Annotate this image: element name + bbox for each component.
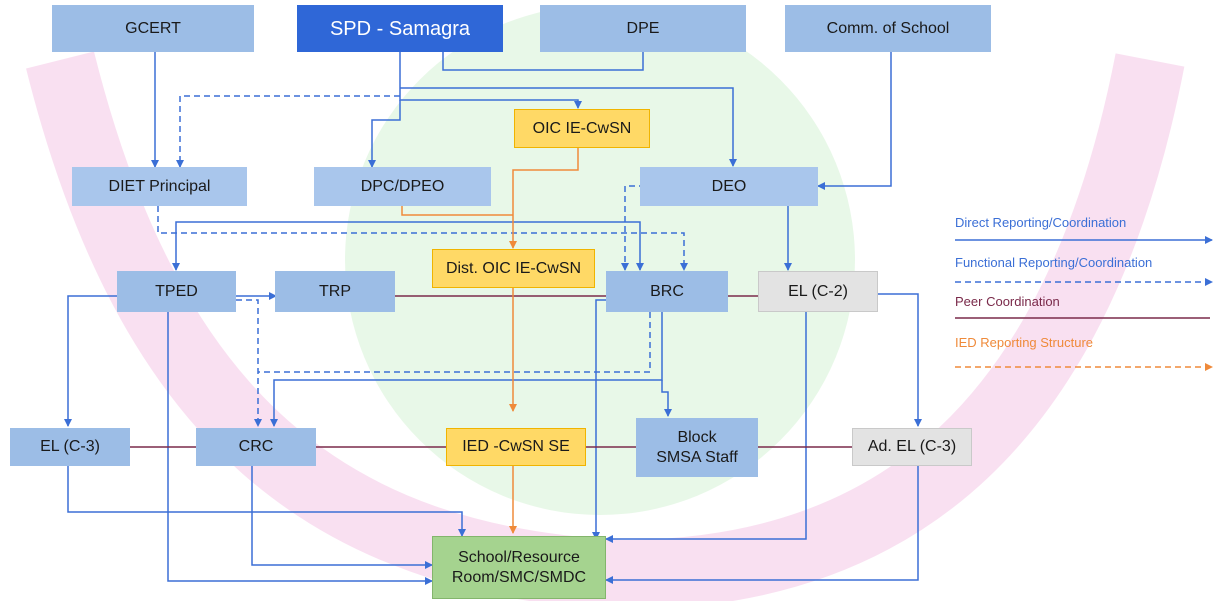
node-deo: DEO [640,167,818,206]
node-el-c3: EL (C-3) [10,428,130,466]
edge-brc-block [661,380,672,417]
edge-ied-dpc-dist [401,206,513,216]
node-ad-el-c3: Ad. EL (C-3) [852,428,972,466]
edge-dpc-tped [172,221,450,271]
node-block-smsa-staff: Block SMSA Staff [636,418,758,477]
edge-func-spd-diet [176,95,400,168]
node-brc: BRC [606,271,728,312]
edge-tped-elc3 [64,295,118,427]
legend-functional-label: Functional Reporting/Coordination [955,255,1153,270]
edge-dpe-spd [442,52,644,71]
edge-brc-crc [270,312,663,427]
node-comm-of-school: Comm. of School [785,5,991,52]
edge-func-tped-crc [236,299,262,427]
node-crc: CRC [196,428,316,466]
edge-crc-school [251,466,433,569]
node-dpc-dpeo: DPC/DPEO [314,167,491,206]
edge-ied-oic-dist [509,148,579,249]
edge-adel-school [605,466,919,584]
node-spd-samagra: SPD - Samagra [297,5,503,52]
node-school-resource-room: School/Resource Room/SMC/SMDC [432,536,606,599]
edge-spd-deo [400,87,737,167]
edge-func-brc-crc [258,312,651,373]
edge-elc3-school [67,466,466,537]
edge-spd-oic [399,52,582,109]
edge-elc2-school [605,312,807,543]
edge-tped-school [167,312,433,585]
edge-func-diet-brc [157,206,688,271]
edge-comm-deo [817,52,892,190]
edge-elc2-adel [878,293,922,427]
node-gcert: GCERT [52,5,254,52]
node-tped: TPED [117,271,236,312]
node-trp: TRP [275,271,395,312]
node-el-c2: EL (C-2) [758,271,878,312]
node-diet-principal: DIET Principal [72,167,247,206]
node-oic-ie-cwsn: OIC IE-CwSN [514,109,650,148]
node-dpe: DPE [540,5,746,52]
edge-brc-school [592,299,630,540]
edge-func-deo-brc [621,185,645,271]
edge-spd-dpc [368,100,401,168]
legend-direct-label: Direct Reporting/Coordination [955,215,1127,230]
node-dist-oic-ie-cwsn: Dist. OIC IE-CwSN [432,249,595,288]
node-ied-cwsn-se: IED -CwSN SE [446,428,586,466]
legend-ied-label: IED Reporting Structure [955,335,1094,350]
watermark-pink-arc [26,51,1185,601]
legend-peer-label: Peer Coordination [955,294,1060,309]
watermark-green-circle [345,5,855,515]
